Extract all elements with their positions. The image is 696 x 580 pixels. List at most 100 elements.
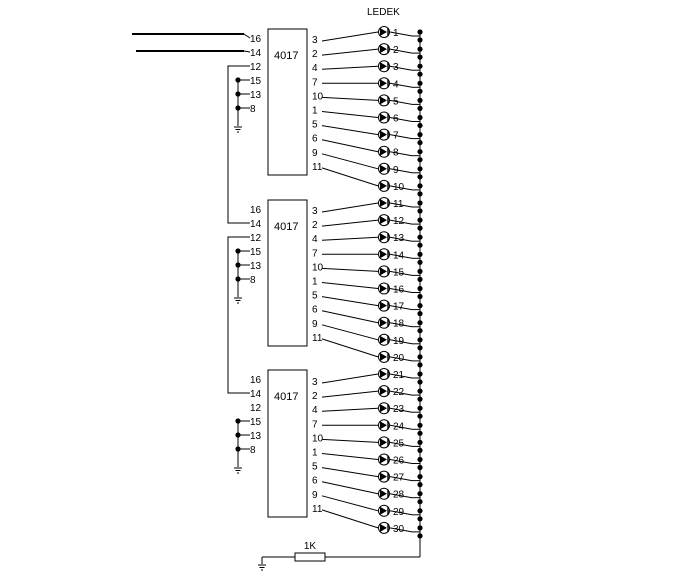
output-wire (321, 31, 379, 42)
led-return-wire (389, 82, 413, 88)
led-return-wire (389, 407, 413, 413)
output-wire (321, 310, 379, 324)
output-wire (321, 153, 379, 170)
led-return-wire (389, 441, 413, 447)
led-number-label: 22 (393, 387, 405, 398)
ic-output-pin-label: 5 (312, 291, 318, 302)
led-number-label: 23 (393, 404, 405, 415)
ic-output-pin-label: 7 (312, 419, 318, 430)
junction-dot (235, 418, 241, 424)
ic-pin-label: 13 (250, 261, 262, 272)
junction-dot (235, 446, 241, 452)
ic-4017-body (267, 28, 308, 176)
led-diode-triangle (380, 164, 387, 173)
led-return-wire (389, 253, 413, 259)
ic-pin-label: 16 (250, 205, 262, 216)
led-number-label: 19 (393, 336, 405, 347)
led-return-wire (389, 424, 413, 430)
output-wire (321, 167, 379, 187)
led-number-label: 8 (393, 148, 399, 159)
output-wire (321, 453, 379, 460)
led-diode-triangle (380, 28, 387, 36)
junction-dot (235, 262, 241, 268)
led-number-label: 14 (393, 250, 405, 261)
led-number-label: 4 (393, 79, 399, 90)
output-wire (321, 139, 379, 153)
led-return-wire (389, 117, 413, 122)
led-return-wire (389, 356, 413, 362)
junction-dot (235, 105, 241, 111)
ic-pin-label: 8 (250, 275, 256, 286)
ic-output-pin-label: 6 (312, 476, 318, 487)
ic-4017-label: 4017 (274, 50, 298, 62)
led-number-label: 13 (393, 233, 405, 244)
led-return-wire (389, 510, 413, 516)
ic-output-pin-label: 10 (312, 433, 324, 444)
led-diode-triangle (380, 130, 387, 139)
carry-wire (227, 236, 250, 394)
led-number-label: 25 (393, 438, 405, 449)
led-return-wire (389, 459, 413, 464)
led-diode-triangle (380, 523, 387, 532)
output-wire (321, 467, 379, 478)
led-diode-triangle (380, 45, 387, 54)
led-array: 1234567891011121314151617181920212223242… (378, 26, 405, 535)
junction-dot (235, 91, 241, 97)
output-wire (321, 282, 379, 289)
led-number-label: 26 (393, 456, 405, 467)
ic-output-pin-label: 10 (312, 91, 324, 102)
ic-pin-label: 12 (250, 62, 262, 73)
output-wire (321, 65, 379, 70)
ic-output-pin-label: 3 (312, 35, 318, 46)
input-line-enable (243, 50, 251, 53)
output-wire (321, 48, 379, 56)
ic-output-pin-label: 11 (312, 333, 323, 344)
led-return-wire (389, 99, 413, 105)
led-number-label: 28 (393, 490, 405, 501)
output-wire (321, 324, 379, 341)
led-return-wire (389, 527, 413, 533)
led-diode-triangle (380, 79, 387, 88)
ic-output-pin-label: 4 (312, 63, 318, 74)
output-wire (321, 390, 379, 398)
output-wire (321, 111, 379, 118)
input-line-clock (243, 33, 251, 39)
ic-output-pin-label: 2 (312, 220, 318, 231)
resistor-1k: 1K (294, 541, 326, 562)
ic-pin-label: 12 (250, 233, 262, 244)
led-number-label: 6 (393, 114, 399, 125)
led-return-wire (389, 168, 413, 174)
ic-output-pin-label: 2 (312, 49, 318, 60)
led-diode-triangle (380, 233, 387, 242)
led-diode-triangle (380, 147, 387, 156)
led-return-wire (389, 390, 413, 396)
ic-output-pin-label: 2 (312, 391, 318, 402)
led-number-label: 24 (393, 421, 405, 432)
led-return-wire (389, 31, 413, 37)
output-wire (321, 296, 379, 307)
led-number-label: 5 (393, 96, 399, 107)
led-return-wire (389, 493, 413, 499)
output-wire (321, 219, 379, 227)
ic-output-pin-label: 5 (312, 120, 318, 131)
led-return-wire (389, 305, 413, 311)
led-number-label: 15 (393, 267, 405, 278)
led-number-label: 16 (393, 285, 405, 296)
ic-output-pin-label: 6 (312, 305, 318, 316)
ic-pin-label: 15 (250, 417, 262, 428)
led-diode-triangle (380, 96, 387, 105)
led-return-wire (389, 288, 413, 293)
led-diode-triangle (380, 199, 387, 207)
led-diode-triangle (380, 438, 387, 447)
output-wire (321, 236, 379, 241)
led-number-label: 29 (393, 507, 405, 518)
led-return-wire (389, 236, 413, 242)
ic-output-pin-label: 5 (312, 462, 318, 473)
diagram-title: LEDEK (367, 7, 400, 18)
ic-4017-body (267, 369, 308, 518)
led-diode-triangle (380, 250, 387, 259)
led-number-label: 20 (393, 353, 405, 364)
led-return-wire (389, 185, 413, 191)
ic-output-pin-label: 9 (312, 319, 318, 330)
led-diode-triangle (380, 506, 387, 515)
